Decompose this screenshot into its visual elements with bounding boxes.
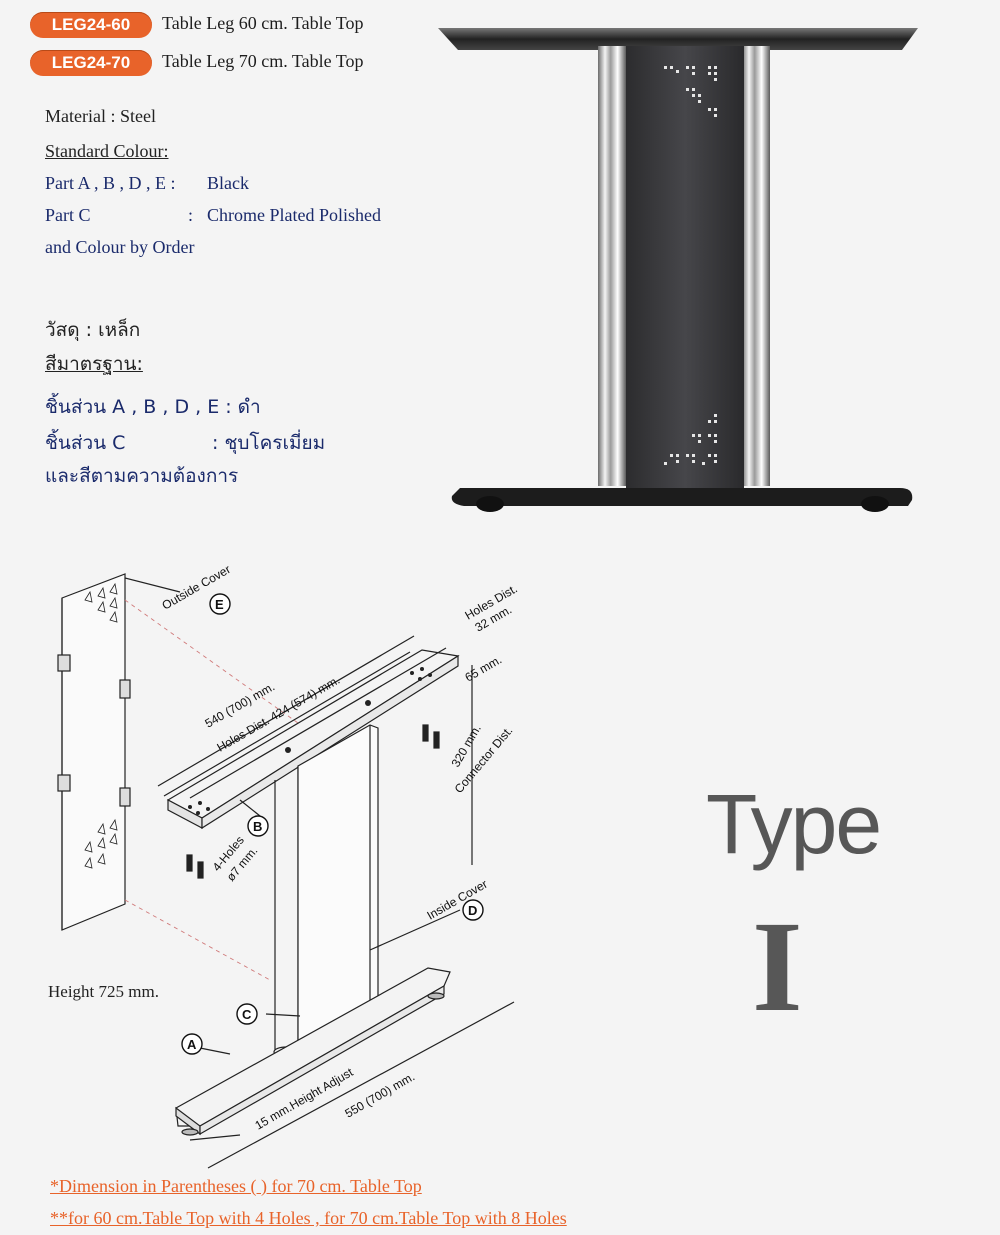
part-c-colon-en: : [188,205,194,225]
holes-note: **for 60 cm.Table Top with 4 Holes , for… [50,1208,567,1228]
part-c-label-en: Part C [45,205,91,225]
part-e-marker: E [215,597,224,612]
colour-by-order-en: and Colour by Order [45,237,195,257]
chrome-column-left [598,46,626,486]
perforation-pattern-bottom [664,414,717,465]
chrome-column-right [742,46,770,486]
product-description-60: Table Leg 60 cm. Table Top [162,13,364,33]
standard-colour-en: Standard Colour: [45,141,169,161]
dimension-note: *Dimension in Parentheses ( ) for 70 cm.… [50,1176,422,1196]
table-leg-photo [438,28,918,512]
part-abde-th: ชิ้นส่วน A , B , D , E : ดำ [45,396,261,418]
top-rail [438,28,918,50]
outside-cover-panel [61,573,126,931]
material-en: Material : Steel [45,106,156,126]
part-abde-value-en: Black [207,173,249,193]
leveler-right [861,496,889,512]
type-letter: I [752,895,803,1039]
part-b-marker: B [253,819,262,834]
part-c-marker: C [242,1007,252,1022]
product-code-badge-60: LEG24-60 [30,12,152,38]
part-a-marker: A [187,1037,197,1052]
cover-panel [626,46,744,488]
height-label: Height 725 mm. [48,982,159,1001]
exploded-diagram: E B C D A Outside Cover Holes Dist. 32 m… [57,562,520,1169]
part-c-value-en: Chrome Plated Polished [207,205,381,225]
material-th: วัสดุ : เหล็ก [45,319,141,341]
base-foot [451,488,913,506]
product-code-badge-70: LEG24-70 [30,50,152,76]
product-description-70: Table Leg 70 cm. Table Top [162,51,364,71]
part-abde-label-en: Part A , B , D , E : [45,173,176,193]
inside-cover-panel [297,724,379,1051]
type-heading: Type [706,777,882,871]
part-c-label-th: ชิ้นส่วน C [45,432,126,454]
dim-65-label: 65 mm. [463,652,505,684]
part-c-value-th: : ชุบโครเมี่ยม [212,432,326,454]
perforation-pattern-top [664,66,717,117]
colour-by-order-th: และสีตามความต้องการ [45,465,239,487]
standard-colour-th: สีมาตรฐาน: [45,353,143,375]
leveler-left [476,496,504,512]
part-d-marker: D [468,903,477,918]
